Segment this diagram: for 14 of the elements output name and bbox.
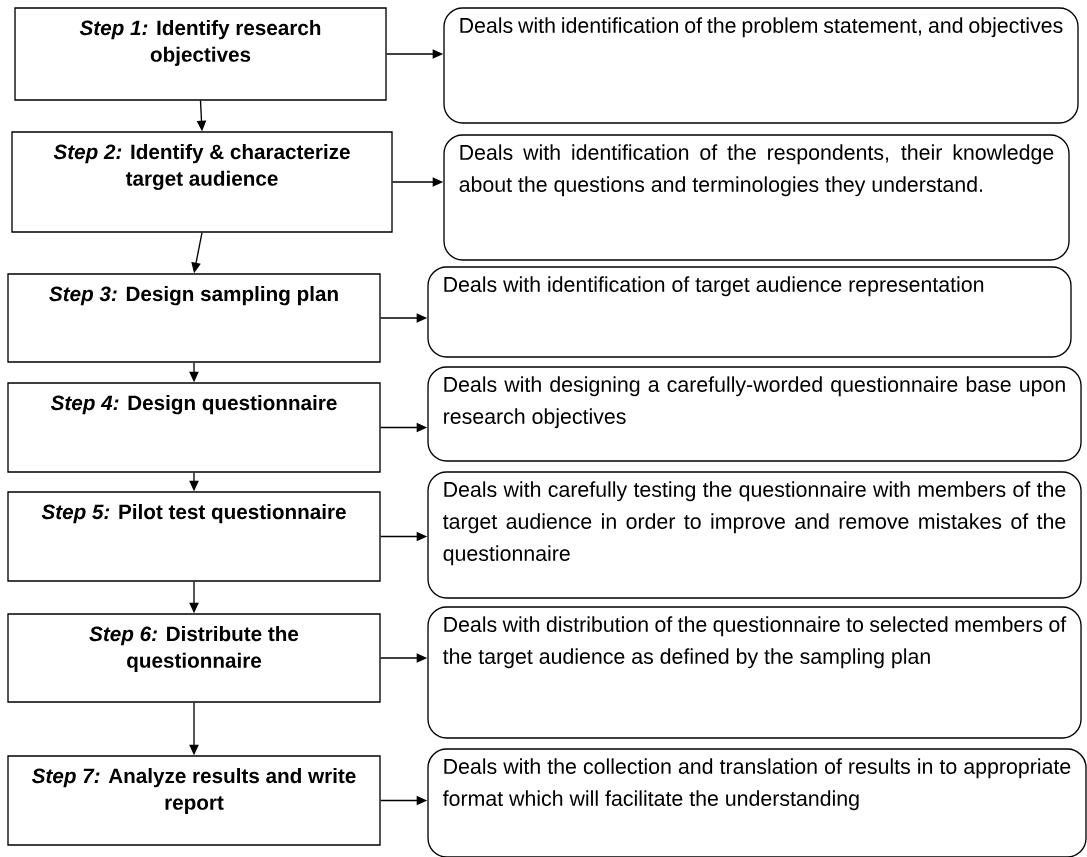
description-box: Deals with carefully testing the questionnaire with members of the target audience in order to improve and remove mistakes of the questionnaire xyxy=(427,471,1082,599)
description-box: Deals with identification of the problem statement, and objectives xyxy=(443,7,1079,124)
step-box: Step 4: Design questionnaire xyxy=(7,382,381,473)
description-box: Deals with the collection and translation of results in to appropriate format which will facilitate the understanding xyxy=(427,748,1087,857)
step-box: Step 1: Identify research objectives xyxy=(14,7,387,101)
step-box: Step 5: Pilot test questionnaire xyxy=(7,491,381,582)
step-box: Step 7: Analyze results and write report xyxy=(7,755,381,846)
description-box: Deals with identification of target audience representation xyxy=(427,266,1072,358)
description-box: Deals with identification of the respondents, their knowledge about the questions and terminologies they understand. xyxy=(443,134,1070,261)
step-box: Step 6: Distribute the questionnaire xyxy=(7,613,381,703)
description-box: Deals with designing a carefully-worded questionnaire base upon research objectives xyxy=(427,366,1082,462)
step-box: Step 3: Design sampling plan xyxy=(7,273,381,363)
description-box: Deals with distribution of the questionnaire to selected members of the target audience as defined by the sampling plan xyxy=(427,606,1082,739)
step-box: Step 2: Identify & characterize target audience xyxy=(11,131,393,233)
